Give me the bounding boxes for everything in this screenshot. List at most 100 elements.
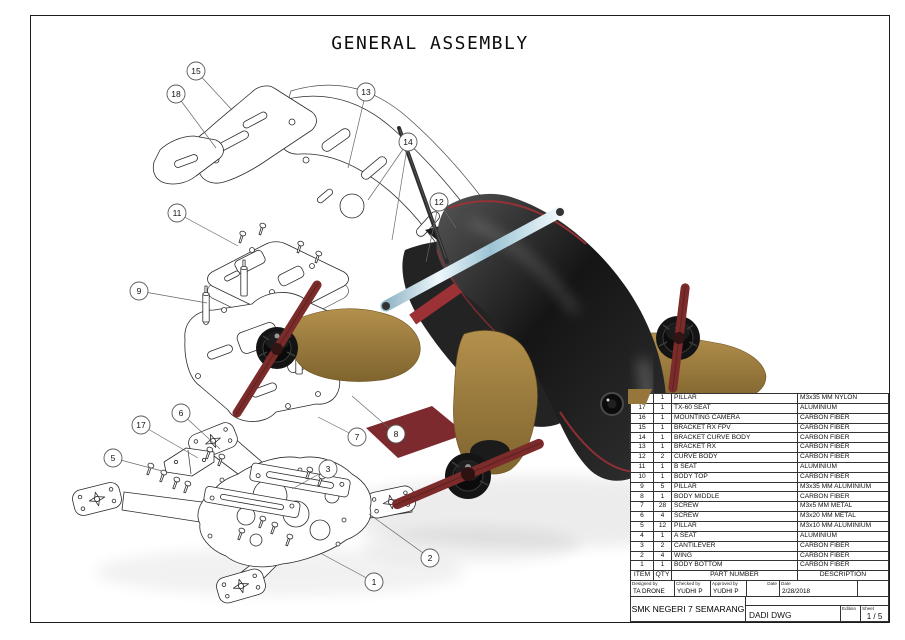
bom-cell: 1 <box>631 561 654 571</box>
bom-cell: CANTILEVER <box>672 541 798 551</box>
bom-cell: 1 <box>654 492 672 502</box>
balloon-17 <box>131 415 151 435</box>
bom-cell: 18 <box>631 394 654 403</box>
balloon-9 <box>129 281 149 301</box>
balloon-number: 5 <box>111 453 116 463</box>
balloon-2 <box>420 548 440 568</box>
balloon-18 <box>166 84 186 104</box>
bom-header-cell: ITEM <box>631 571 654 581</box>
bom-cell: 8 <box>631 492 654 502</box>
leader-line <box>138 290 208 304</box>
leader-line <box>391 141 409 241</box>
bom-cell: SCREW <box>672 512 798 521</box>
bom-cell: PILLAR <box>672 521 798 531</box>
bom-cell: 1 <box>654 462 672 472</box>
company-name: SMK NEGERI 7 SEMARANG <box>631 597 746 621</box>
exploded-bracket-rx-fpv <box>152 85 317 185</box>
balloon-number: 6 <box>179 408 184 418</box>
bom-cell: 3 <box>631 541 654 551</box>
bom-cell: ALUMINIUM <box>800 403 837 411</box>
balloon-1 <box>364 572 384 592</box>
balloon-number: 17 <box>136 420 146 430</box>
exploded-body-bottom <box>70 419 418 606</box>
balloon-number: 8 <box>394 429 399 439</box>
balloon-15 <box>186 61 206 81</box>
exploded-a-seat <box>163 447 215 477</box>
bom-cell: BODY BOTTOM <box>672 561 798 571</box>
leader-line <box>175 93 217 149</box>
bom-cell: BODY MIDDLE <box>672 492 798 502</box>
balloon-14 <box>398 132 418 152</box>
leader-line <box>347 91 367 169</box>
bom-cell: BRACKET RX <box>672 443 798 453</box>
bom-cell: 9 <box>631 482 654 492</box>
bom-cell: M3x20 MM METAL <box>800 512 856 520</box>
bom-cell: 12 <box>654 521 672 531</box>
bom-cell: 1 <box>654 423 672 433</box>
assembled-drone <box>232 126 767 510</box>
balloon-5 <box>103 448 123 468</box>
propeller-left <box>232 280 322 418</box>
bom-cell: CARBON FIBER <box>800 423 850 431</box>
sheet-cell: Sheet 1 / 5 <box>862 606 883 621</box>
bom-cell: CARBON FIBER <box>800 472 850 480</box>
bom-header-cell: PART NUMBER <box>672 571 798 581</box>
bom-cell: 2 <box>654 541 672 551</box>
bom-cell: 12 <box>631 453 654 462</box>
balloon-number: 9 <box>137 286 142 296</box>
led-bar <box>380 206 566 312</box>
leader-line <box>176 212 239 247</box>
bom-cell: PILLAR <box>672 394 798 403</box>
bom-cell: 1 <box>654 394 672 403</box>
bom-cell: 1 <box>654 561 672 571</box>
bom-cell: M3x10 MM ALUMINIUM <box>800 522 872 530</box>
leader-line <box>425 201 440 263</box>
bom-cell: 14 <box>631 433 654 443</box>
bom-cell: ALUMINIUM <box>800 531 837 539</box>
bom-cell: B SEAT <box>672 462 798 472</box>
leader-line <box>367 141 409 201</box>
leader-line <box>368 513 431 559</box>
bom-cell: 5 <box>631 521 654 531</box>
balloon-number: 2 <box>428 553 433 563</box>
bom-cell: 4 <box>654 551 672 561</box>
balloon-number: 13 <box>361 87 371 97</box>
bom-cell: 4 <box>631 531 654 541</box>
leader-line <box>321 553 375 583</box>
bom-cell: A SEAT <box>672 531 798 541</box>
bom-cell: ALUMINIUM <box>800 463 837 471</box>
bom-cell: 11 <box>631 462 654 472</box>
title-block: Designed by TA DRONE Checked by YUDHI P … <box>630 581 889 622</box>
bom-cell: CARBON FIBER <box>800 443 850 451</box>
bom-cell: 1 <box>654 403 672 413</box>
balloon-12 <box>429 192 449 212</box>
balloon-3 <box>318 459 338 479</box>
balloon-number: 3 <box>326 464 331 474</box>
balloon-6 <box>171 403 191 423</box>
bom-cell: CARBON FIBER <box>800 492 850 500</box>
bom-cell: 10 <box>631 472 654 482</box>
bom-cell: BODY TOP <box>672 472 798 482</box>
designed-by-cell: Designed by TA DRONE <box>631 581 675 597</box>
date-cell-2: Date 2/28/2018 <box>780 581 858 597</box>
bom-cell: 1 <box>654 472 672 482</box>
balloon-number: 15 <box>191 66 201 76</box>
bom-cell: CARBON FIBER <box>800 541 850 549</box>
edition-cell: Edition <box>841 606 861 621</box>
bom-cell: WING <box>672 551 798 561</box>
balloon-number: 1 <box>372 577 377 587</box>
approved-by-cell: Approved by YUDHI P <box>711 581 747 597</box>
balloon-number: 11 <box>173 208 182 218</box>
drawing-name-cell: DADI DWG <box>746 606 841 621</box>
